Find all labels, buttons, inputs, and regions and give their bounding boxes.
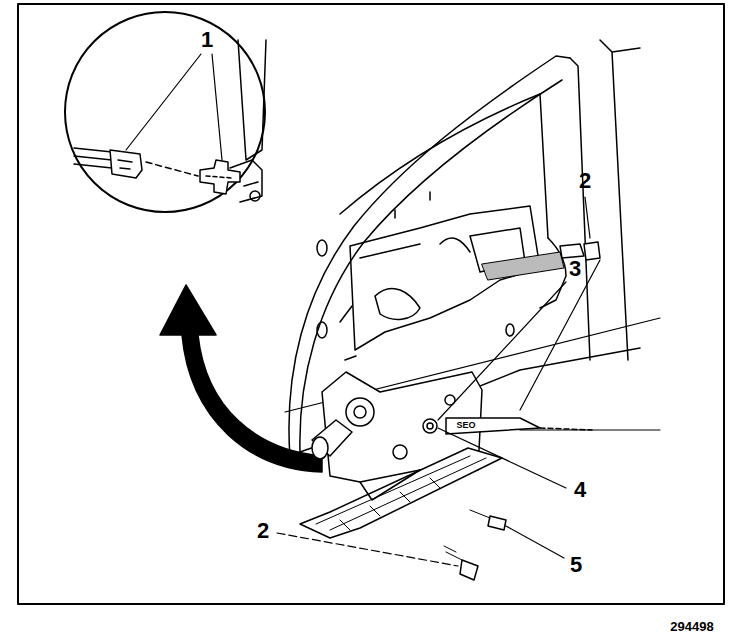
view-arrow xyxy=(160,285,322,472)
callout-number: 5 xyxy=(570,554,582,576)
regulator-assembly xyxy=(300,372,592,538)
connector-detail xyxy=(74,40,266,202)
bolts xyxy=(423,242,600,580)
callout-number: 4 xyxy=(574,479,586,501)
figure-number: 294498 xyxy=(670,620,713,633)
callout-number: 2 xyxy=(257,520,269,542)
callout-number: 1 xyxy=(201,29,213,51)
figure-frame xyxy=(18,4,724,604)
tag-text: SEO xyxy=(456,421,475,430)
leader-line xyxy=(126,54,590,566)
detail-circle xyxy=(65,12,265,212)
callout-number: 3 xyxy=(569,258,581,280)
callout-number: 2 xyxy=(579,170,591,192)
